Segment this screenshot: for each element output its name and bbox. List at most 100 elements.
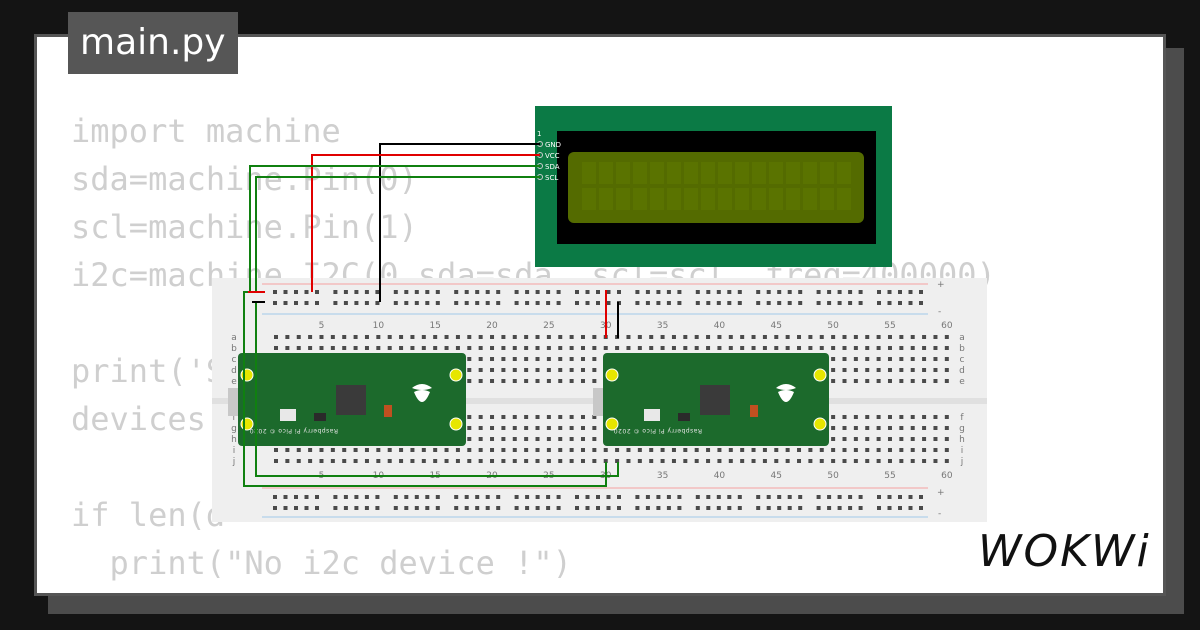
breadboard-hole[interactable] bbox=[617, 290, 621, 294]
breadboard-hole[interactable] bbox=[933, 415, 938, 419]
breadboard-hole[interactable] bbox=[877, 506, 881, 510]
breadboard-hole[interactable] bbox=[343, 495, 348, 499]
breadboard-hole[interactable] bbox=[575, 301, 579, 305]
breadboard-hole[interactable] bbox=[364, 290, 369, 294]
breadboard-hole[interactable] bbox=[922, 335, 927, 339]
breadboard-hole[interactable] bbox=[756, 495, 761, 499]
breadboard-hole[interactable] bbox=[435, 290, 440, 294]
breadboard-hole[interactable] bbox=[837, 290, 842, 294]
breadboard-hole[interactable] bbox=[342, 346, 347, 350]
breadboard-hole[interactable] bbox=[273, 301, 277, 305]
breadboard-hole[interactable] bbox=[797, 346, 802, 350]
breadboard-hole[interactable] bbox=[467, 346, 472, 350]
breadboard-hole[interactable] bbox=[787, 290, 792, 294]
breadboard-hole[interactable] bbox=[478, 437, 483, 441]
breadboard-hole[interactable] bbox=[908, 290, 913, 294]
breadboard-hole[interactable] bbox=[575, 506, 579, 510]
breadboard-hole[interactable] bbox=[546, 301, 551, 305]
breadboard-hole[interactable] bbox=[853, 459, 858, 463]
breadboard-hole[interactable] bbox=[485, 495, 490, 499]
breadboard-hole[interactable] bbox=[546, 415, 551, 419]
breadboard-hole[interactable] bbox=[454, 506, 459, 510]
breadboard-hole[interactable] bbox=[535, 448, 540, 452]
breadboard-hole[interactable] bbox=[376, 448, 381, 452]
breadboard-hole[interactable] bbox=[774, 346, 779, 350]
breadboard-hole[interactable] bbox=[496, 495, 501, 499]
breadboard-hole[interactable] bbox=[876, 357, 881, 361]
breadboard-hole[interactable] bbox=[546, 368, 551, 372]
breadboard-hole[interactable] bbox=[626, 448, 631, 452]
breadboard-hole[interactable] bbox=[785, 346, 790, 350]
breadboard-hole[interactable] bbox=[546, 495, 551, 499]
breadboard-hole[interactable] bbox=[455, 346, 460, 350]
breadboard-hole[interactable] bbox=[546, 290, 551, 294]
breadboard-hole[interactable] bbox=[877, 301, 881, 305]
breadboard-hole[interactable] bbox=[558, 379, 563, 383]
breadboard-hole[interactable] bbox=[831, 426, 836, 430]
breadboard-hole[interactable] bbox=[740, 346, 745, 350]
breadboard-hole[interactable] bbox=[315, 290, 319, 294]
breadboard-hole[interactable] bbox=[706, 290, 711, 294]
breadboard-hole[interactable] bbox=[831, 346, 836, 350]
breadboard-hole[interactable] bbox=[524, 459, 529, 463]
breadboard-hole[interactable] bbox=[283, 495, 288, 499]
breadboard-hole[interactable] bbox=[933, 379, 938, 383]
breadboard-hole[interactable] bbox=[455, 459, 460, 463]
breadboard-hole[interactable] bbox=[677, 506, 682, 510]
breadboard-hole[interactable] bbox=[694, 459, 699, 463]
breadboard-hole[interactable] bbox=[535, 379, 540, 383]
breadboard-hole[interactable] bbox=[592, 357, 597, 361]
breadboard-hole[interactable] bbox=[490, 335, 495, 339]
breadboard-hole[interactable] bbox=[798, 290, 803, 294]
breadboard-hole[interactable] bbox=[944, 379, 949, 383]
breadboard-hole[interactable] bbox=[399, 346, 404, 350]
breadboard-hole[interactable] bbox=[478, 335, 483, 339]
breadboard-hole[interactable] bbox=[467, 448, 472, 452]
breadboard-hole[interactable] bbox=[496, 506, 501, 510]
breadboard-hole[interactable] bbox=[478, 459, 483, 463]
breadboard-hole[interactable] bbox=[496, 290, 501, 294]
breadboard-hole[interactable] bbox=[695, 301, 700, 305]
breadboard-hole[interactable] bbox=[831, 335, 836, 339]
breadboard-hole[interactable] bbox=[410, 459, 415, 463]
breadboard-hole[interactable] bbox=[596, 495, 600, 499]
breadboard-hole[interactable] bbox=[831, 368, 836, 372]
wire-vcc-lcd[interactable] bbox=[311, 154, 540, 292]
breadboard-hole[interactable] bbox=[842, 437, 847, 441]
breadboard-hole[interactable] bbox=[695, 290, 700, 294]
breadboard-hole[interactable] bbox=[490, 415, 495, 419]
breadboard-hole[interactable] bbox=[514, 301, 519, 305]
breadboard-hole[interactable] bbox=[853, 448, 858, 452]
pico-board-2[interactable]: Raspberry Pi Pico © 2020 bbox=[593, 353, 829, 446]
breadboard-hole[interactable] bbox=[944, 426, 949, 430]
breadboard-hole[interactable] bbox=[535, 301, 540, 305]
breadboard-hole[interactable] bbox=[660, 346, 665, 350]
breadboard-hole[interactable] bbox=[478, 379, 483, 383]
breadboard-hole[interactable] bbox=[887, 301, 892, 305]
breadboard-hole[interactable] bbox=[546, 357, 551, 361]
breadboard-hole[interactable] bbox=[740, 448, 745, 452]
breadboard-hole[interactable] bbox=[617, 506, 621, 510]
breadboard-hole[interactable] bbox=[535, 335, 540, 339]
breadboard-hole[interactable] bbox=[626, 346, 631, 350]
breadboard-hole[interactable] bbox=[524, 346, 529, 350]
breadboard-hole[interactable] bbox=[501, 368, 506, 372]
breadboard-hole[interactable] bbox=[706, 495, 711, 499]
breadboard-hole[interactable] bbox=[274, 459, 278, 463]
breadboard-hole[interactable] bbox=[580, 379, 585, 383]
breadboard-hole[interactable] bbox=[283, 506, 288, 510]
breadboard-hole[interactable] bbox=[656, 290, 661, 294]
breadboard-hole[interactable] bbox=[898, 301, 902, 305]
breadboard-hole[interactable] bbox=[774, 448, 779, 452]
breadboard-hole[interactable] bbox=[596, 301, 600, 305]
breadboard-hole[interactable] bbox=[865, 379, 870, 383]
breadboard-hole[interactable] bbox=[304, 506, 309, 510]
breadboard-hole[interactable] bbox=[364, 301, 369, 305]
breadboard-hole[interactable] bbox=[410, 335, 415, 339]
breadboard-hole[interactable] bbox=[444, 335, 449, 339]
breadboard-hole[interactable] bbox=[606, 290, 611, 294]
breadboard-hole[interactable] bbox=[535, 346, 540, 350]
breadboard-hole[interactable] bbox=[343, 301, 348, 305]
breadboard-hole[interactable] bbox=[933, 459, 938, 463]
breadboard-hole[interactable] bbox=[330, 459, 335, 463]
